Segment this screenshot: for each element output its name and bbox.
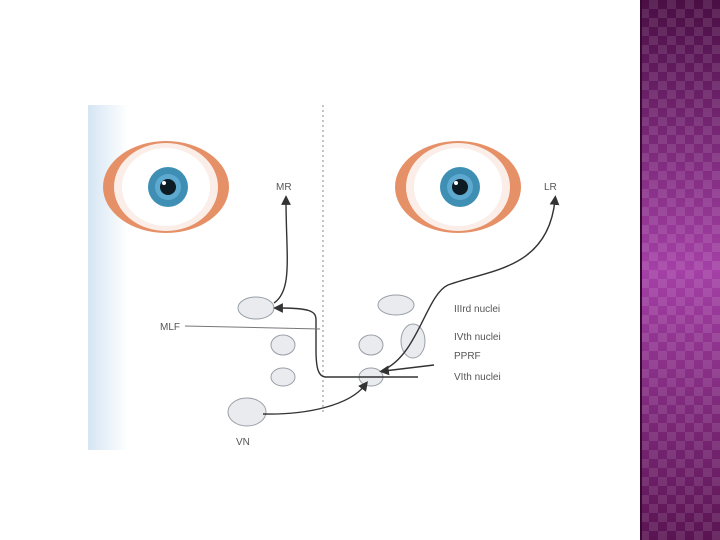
mlf-crossing-path (278, 308, 418, 377)
right-eye (395, 141, 521, 233)
iiird-nuclei-label: IIIrd nuclei (454, 304, 500, 315)
iiird-to-mr-path (274, 200, 287, 303)
vn-to-vith-path (263, 385, 365, 414)
left-iiird-nucleus (238, 297, 274, 319)
vn-nucleus (228, 398, 266, 426)
decorative-side-panel (640, 0, 720, 540)
left-vith-nucleus (271, 368, 295, 386)
vn-label: VN (236, 437, 250, 448)
left-ivth-nucleus (271, 335, 295, 355)
vith-nuclei-label: VIth nuclei (454, 372, 501, 383)
oculomotor-pathway-diagram: MR LR MLF IIIrd nuclei IVth nuclei PPRF … (88, 105, 568, 450)
diagram-svg: MR LR MLF IIIrd nuclei IVth nuclei PPRF … (88, 105, 568, 450)
side-panel-edge (640, 0, 642, 540)
mr-label: MR (276, 182, 292, 193)
lr-label: LR (544, 182, 557, 193)
ivth-nuclei-label: IVth nuclei (454, 332, 501, 343)
left-eye (103, 141, 229, 233)
mlf-label: MLF (160, 322, 180, 333)
right-iiird-nucleus (378, 295, 414, 315)
mlf-leader-line (185, 326, 320, 329)
pprf-label: PPRF (454, 351, 481, 362)
right-ivth-nucleus (359, 335, 383, 355)
